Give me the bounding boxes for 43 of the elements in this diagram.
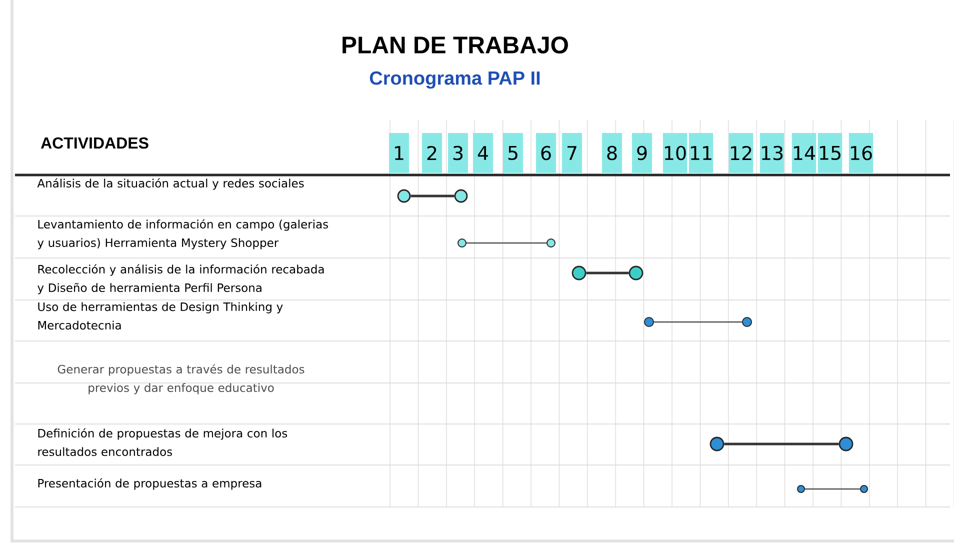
week-number-tile: 3 [448,133,468,173]
duration-bar [804,488,860,490]
activity-text: Análisis de la situación actual y redes sociales [37,178,304,190]
milestone-dot [644,317,654,327]
week-number-tile: 16 [848,133,874,173]
week-number-tile: 14 [792,133,816,173]
week-number-tile: 2 [422,133,442,173]
week-number-tile: 13 [760,133,784,173]
activity-text: Levantamiento de información en campo (galerias y usuarios) Herramienta Mystery Shopper [38,219,328,250]
activity-text: Generar propuestas a través de resultados previos y dar enfoque educativo [58,364,304,394]
column-heading: ACTIVIDADES [40,137,148,149]
milestone-dot [797,485,805,493]
duration-bar [410,194,454,198]
week-number-tile: 4 [473,133,493,173]
milestone-dot [454,189,468,203]
duration-bar [466,242,547,244]
week-number-tile: 9 [632,133,652,173]
week-number-tile: 8 [602,133,622,173]
milestone-dot [710,436,724,452]
activity-text: Recolección y análisis de la información recabada y Diseño de herramienta Perfil Persona [38,264,324,294]
duration-bar [724,442,839,446]
milestone-dot [572,266,586,280]
milestone-dot [458,238,466,248]
activity-text: Presentación de propuestas a empresa [38,478,262,490]
milestone-dot [860,485,868,493]
week-number-tile: 1 [389,133,409,173]
week-number-tile: 7 [562,133,582,173]
week-number-tile: 11 [688,133,714,173]
milestone-dot [397,189,411,203]
duration-bar [586,272,629,274]
milestone-dot [838,436,854,452]
week-number-tile: 12 [728,133,754,173]
subtitle: Cronograma PAP II [370,71,540,89]
milestone-dot [546,238,556,248]
week-number-tile: 15 [818,133,842,173]
week-number-tile: 5 [503,133,523,173]
activity-text: Uso de herramientas de Design Thinking y Mercadotecnia [38,302,283,330]
activity-text: Definición de propuestas de mejora con los resultados encontrados [38,428,288,456]
week-number-tile: 6 [536,133,556,173]
title: PLAN DE TRABAJO [342,36,568,54]
milestone-dot [742,317,752,327]
week-number-tile: 10 [662,133,688,173]
milestone-dot [628,266,644,280]
